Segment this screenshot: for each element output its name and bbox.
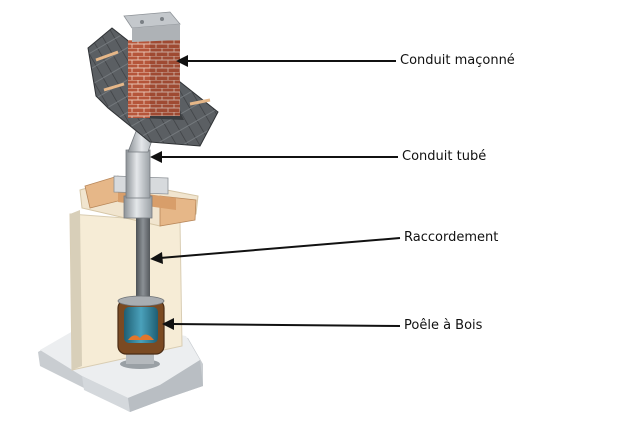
label-conduit-maconne: Conduit maçonné (400, 53, 515, 68)
wood-stove (117, 295, 165, 369)
arrow-raccordement (159, 237, 401, 259)
label-conduit-tube: Conduit tubé (402, 149, 487, 164)
connector-pipe (136, 214, 150, 306)
pointer-arrows (150, 55, 401, 330)
label-raccordement: Raccordement (404, 230, 499, 245)
label-poele-a-bois: Poêle à Bois (404, 318, 483, 333)
arrow-poele-a-bois (171, 323, 401, 327)
masonry-chimney (123, 11, 184, 120)
